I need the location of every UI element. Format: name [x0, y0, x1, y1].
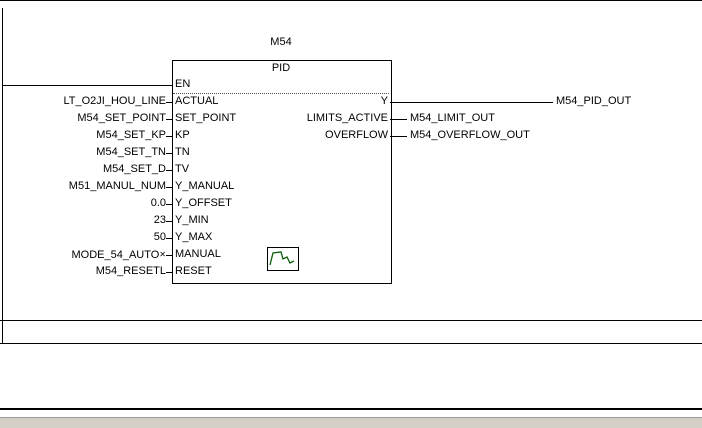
- window-bottom-rule: [0, 408, 702, 410]
- input-wire: [166, 119, 172, 120]
- block-instance-name[interactable]: M54: [270, 36, 292, 48]
- input-wire: [166, 187, 172, 188]
- input-pin-label: Y_MIN: [175, 214, 209, 226]
- waveform-curve: [269, 251, 295, 266]
- input-operand[interactable]: M51_MANUL_NUM: [68, 180, 166, 192]
- output-wire-limits: [390, 119, 407, 120]
- input-operand[interactable]: LT_O2JI_HOU_LINE: [63, 95, 166, 107]
- input-operand[interactable]: 50: [153, 231, 166, 243]
- waveform-icon[interactable]: [267, 247, 299, 271]
- network-rule-left: [2, 8, 3, 343]
- input-pin-label: Y_MANUAL: [175, 180, 235, 192]
- input-operand[interactable]: M54_SET_D: [103, 163, 166, 175]
- input-wire: [166, 170, 172, 171]
- input-pin-label: SET_POINT: [175, 112, 237, 124]
- input-pin-label: ACTUAL: [175, 95, 219, 107]
- input-wire: [166, 272, 172, 273]
- input-wire: [166, 136, 172, 137]
- input-pin-label: KP: [175, 129, 190, 141]
- output-operand[interactable]: M54_LIMIT_OUT: [410, 112, 495, 124]
- input-wire: [166, 238, 172, 239]
- network-rule-1: [0, 320, 702, 321]
- network-rule-2: [0, 343, 702, 344]
- input-pin-label: TN: [175, 146, 190, 158]
- input-operand[interactable]: M54_SET_KP: [96, 129, 166, 141]
- output-pin-label: OVERFLOW: [325, 129, 388, 141]
- negation-mark: ✕: [159, 250, 166, 259]
- output-operand[interactable]: M54_OVERFLOW_OUT: [410, 129, 530, 141]
- pid-function-block[interactable]: [172, 60, 392, 284]
- input-operand[interactable]: 23: [153, 214, 166, 226]
- en-wire: [2, 85, 172, 86]
- input-operand[interactable]: MODE_54_AUTO✕: [71, 248, 166, 261]
- input-pin-label-en: EN: [175, 78, 191, 90]
- input-wire: [166, 255, 172, 256]
- network-rule-top: [0, 0, 702, 1]
- input-operand[interactable]: 0.0: [150, 197, 166, 209]
- output-pin-label: Y: [380, 95, 388, 107]
- input-pin-label: Y_OFFSET: [175, 197, 232, 209]
- input-operand[interactable]: M54_SET_TN: [96, 146, 166, 158]
- input-wire: [166, 102, 172, 103]
- input-operand[interactable]: M54_SET_POINT: [77, 112, 166, 124]
- input-pin-label: Y_MAX: [175, 231, 213, 243]
- input-wire: [166, 204, 172, 205]
- output-pin-label: LIMITS_ACTIVE: [306, 112, 388, 124]
- status-bar: [0, 417, 702, 428]
- output-operand[interactable]: M54_PID_OUT: [556, 95, 632, 107]
- input-pin-label: RESET: [175, 265, 212, 277]
- input-operand-text: MODE_54_AUTO: [71, 249, 160, 261]
- input-pin-label: MANUAL: [175, 248, 221, 260]
- output-wire-overflow: [390, 136, 407, 137]
- input-wire: [166, 153, 172, 154]
- input-wire: [166, 221, 172, 222]
- input-pin-label: TV: [175, 163, 190, 175]
- input-operand[interactable]: M54_RESETL: [95, 265, 166, 277]
- en-separator-line: [173, 93, 389, 94]
- output-wire-y: [390, 102, 553, 103]
- block-type-name: PID: [271, 62, 291, 74]
